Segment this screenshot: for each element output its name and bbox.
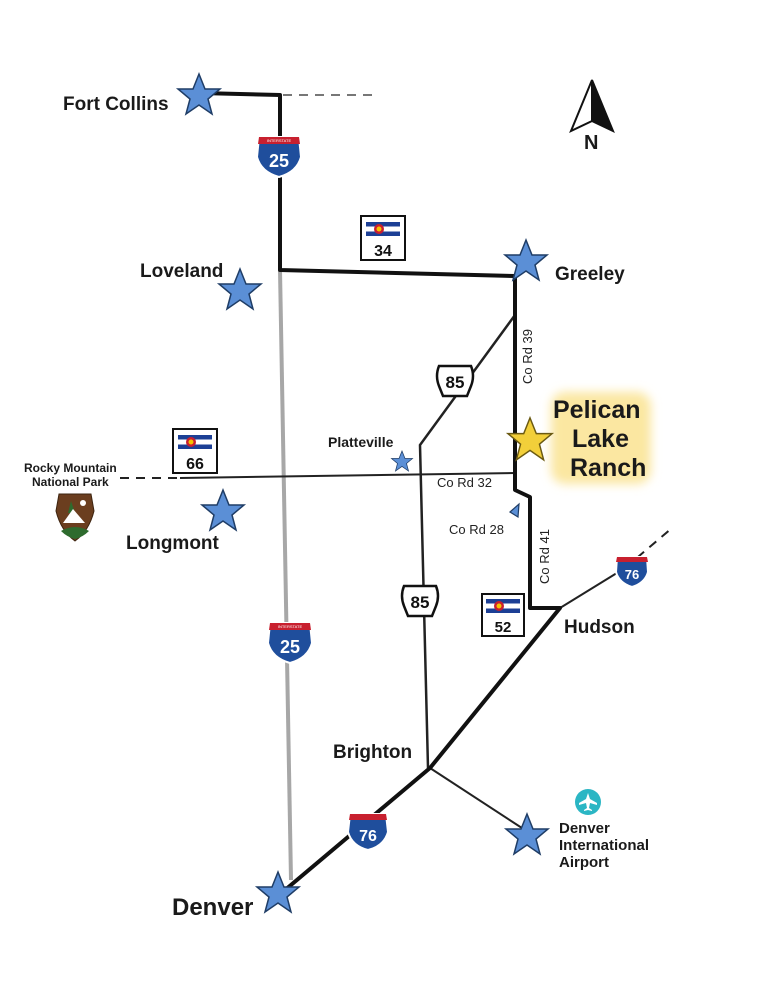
shield-caption: INTERSTATE [278, 624, 303, 629]
park-label-line1: Rocky Mountain [24, 461, 117, 475]
destination-glow [551, 392, 651, 484]
co52-number: 52 [495, 619, 512, 636]
destination-line3: Ranch [570, 454, 646, 482]
loveland-star [218, 268, 262, 310]
airport-road [429, 767, 526, 831]
us85-road [418, 314, 517, 769]
fort-collins-star [177, 73, 221, 115]
denver-label: Denver [172, 894, 253, 921]
i25-north-number: 25 [269, 151, 289, 171]
longmont-star [201, 489, 245, 531]
co-rd-28-arrow-icon [509, 502, 520, 519]
i76-south-number: 76 [359, 828, 377, 845]
nps-arrowhead-icon [55, 493, 95, 542]
i25-road-gray [278, 269, 293, 881]
platteville-label: Platteville [328, 434, 394, 450]
hudson-label: Hudson [564, 617, 635, 638]
i76-shield-south: 76 [346, 813, 390, 852]
destination-line2: Lake [572, 425, 629, 453]
co66-shield: 66 [172, 428, 218, 474]
north-label: N [584, 132, 598, 154]
airport-label-line2: International [559, 837, 649, 854]
i25-south-number: 25 [280, 637, 300, 657]
longmont-label: Longmont [126, 533, 220, 554]
co-rd-41-label: Co Rd 41 [537, 529, 552, 584]
dashed-i76-extension [624, 527, 673, 569]
co66-number: 66 [186, 456, 204, 473]
north-arrow-icon [569, 79, 615, 134]
fort-collins-label: Fort Collins [63, 94, 169, 115]
airport-star [505, 813, 549, 855]
co34-number: 34 [374, 243, 392, 260]
i76-east-number: 76 [625, 567, 639, 582]
park-label-line2: National Park [32, 475, 109, 489]
co66-co-rd-32-road [179, 472, 516, 479]
i76-shield-east: 76 [614, 556, 650, 589]
co-rd-28-label: Co Rd 28 [449, 522, 504, 537]
loveland-label: Loveland [140, 261, 223, 282]
co-rd-32-label: Co Rd 32 [437, 475, 492, 490]
platteville-star [391, 450, 413, 472]
us85-shield-north: 85 [435, 364, 475, 398]
airport-plane-icon [575, 789, 601, 815]
main-route [199, 91, 562, 892]
i25-shield-north: INTERSTATE 25 [255, 136, 303, 179]
us85-south-number: 85 [411, 593, 430, 612]
brighton-label: Brighton [333, 742, 412, 763]
i76-east-road [559, 567, 626, 609]
airport-label-line1: Denver [559, 820, 610, 837]
greeley-label: Greeley [555, 264, 625, 285]
co34-shield: 34 [360, 215, 406, 261]
co-rd-39-label: Co Rd 39 [520, 329, 535, 384]
destination-line1: Pelican [553, 396, 641, 424]
us85-north-number: 85 [446, 373, 465, 392]
i25-shield-south: INTERSTATE 25 [266, 622, 314, 665]
shield-caption: INTERSTATE [267, 138, 292, 143]
airport-label-line3: Airport [559, 854, 609, 871]
co52-shield: 52 [481, 593, 525, 637]
us85-shield-south: 85 [400, 584, 440, 618]
